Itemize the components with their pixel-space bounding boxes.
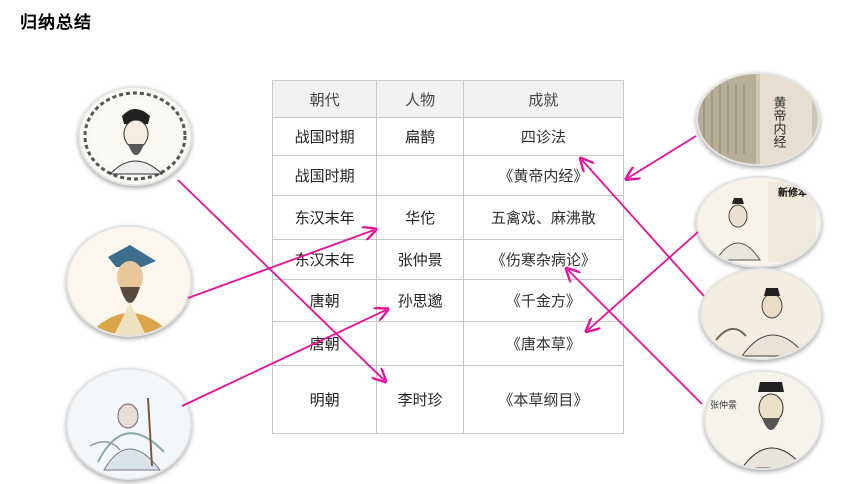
header-person: 人物 xyxy=(376,80,464,118)
cell-achievement: 《唐本草》 xyxy=(462,321,625,366)
cell-achievement: 五禽戏、麻沸散 xyxy=(462,195,625,240)
portrait-huatuo-caption: 华佗 xyxy=(168,321,180,329)
cell-person xyxy=(376,321,464,366)
table-row: 战国时期 扁鹊 四诊法 xyxy=(271,117,625,156)
cell-person: 孙思邈 xyxy=(376,279,464,322)
cell-dynasty: 明朝 xyxy=(271,365,378,434)
cell-achievement: 四诊法 xyxy=(462,117,625,156)
slide-title: 归纳总结 xyxy=(20,13,92,33)
cell-person: 李时珍 xyxy=(376,365,464,434)
header-achievement: 成就 xyxy=(462,80,625,118)
cell-achievement: 《千金方》 xyxy=(462,279,625,322)
portrait-bianque xyxy=(78,86,192,186)
cell-dynasty: 唐朝 xyxy=(271,321,378,366)
cell-dynasty: 东汉末年 xyxy=(271,195,378,240)
book-xinxiu-bencao: 新修本草 xyxy=(696,176,822,268)
cell-dynasty: 战国时期 xyxy=(271,155,378,196)
portrait-huatuo: 华佗 xyxy=(66,225,192,337)
arrow-huangdi-book xyxy=(628,135,697,178)
portrait-zhangzhongjing: 张仲景 xyxy=(704,370,822,470)
cell-person: 华佗 xyxy=(376,195,464,240)
table-row: 明朝 李时珍 《本草纲目》 xyxy=(271,365,625,434)
portrait-sage-right xyxy=(700,268,822,360)
book-huangdi-title: 黄帝内经 xyxy=(771,96,787,148)
table-row: 唐朝 《唐本草》 xyxy=(271,321,625,366)
summary-table: 朝代 人物 成就 战国时期 扁鹊 四诊法 战国时期 《黄帝内经》 东汉末年 华佗… xyxy=(271,80,625,434)
table-row: 战国时期 《黄帝内经》 xyxy=(271,155,625,196)
table-header-row: 朝代 人物 成就 xyxy=(271,80,625,118)
cell-dynasty: 战国时期 xyxy=(271,117,378,156)
book-xinxiu-title: 新修本草 xyxy=(778,186,818,199)
cell-person: 扁鹊 xyxy=(376,117,464,156)
cell-achievement: 《黄帝内经》 xyxy=(462,155,625,196)
header-dynasty: 朝代 xyxy=(271,80,378,118)
table-row: 唐朝 孙思邈 《千金方》 xyxy=(271,279,625,322)
cell-person xyxy=(376,155,464,196)
portrait-zhang-caption: 张仲景 xyxy=(710,399,737,411)
portrait-sunsimiao xyxy=(66,368,192,480)
table-row: 东汉末年 华佗 五禽戏、麻沸散 xyxy=(271,195,625,240)
cell-achievement: 《伤寒杂病论》 xyxy=(462,239,625,280)
cell-dynasty: 东汉末年 xyxy=(271,239,378,280)
cell-dynasty: 唐朝 xyxy=(271,279,378,322)
table-row: 东汉末年 张仲景 《伤寒杂病论》 xyxy=(271,239,625,280)
cell-achievement: 《本草纲目》 xyxy=(462,365,625,434)
book-huangdi-neijing: 黄帝内经 xyxy=(696,72,820,166)
cell-person: 张仲景 xyxy=(376,239,464,280)
